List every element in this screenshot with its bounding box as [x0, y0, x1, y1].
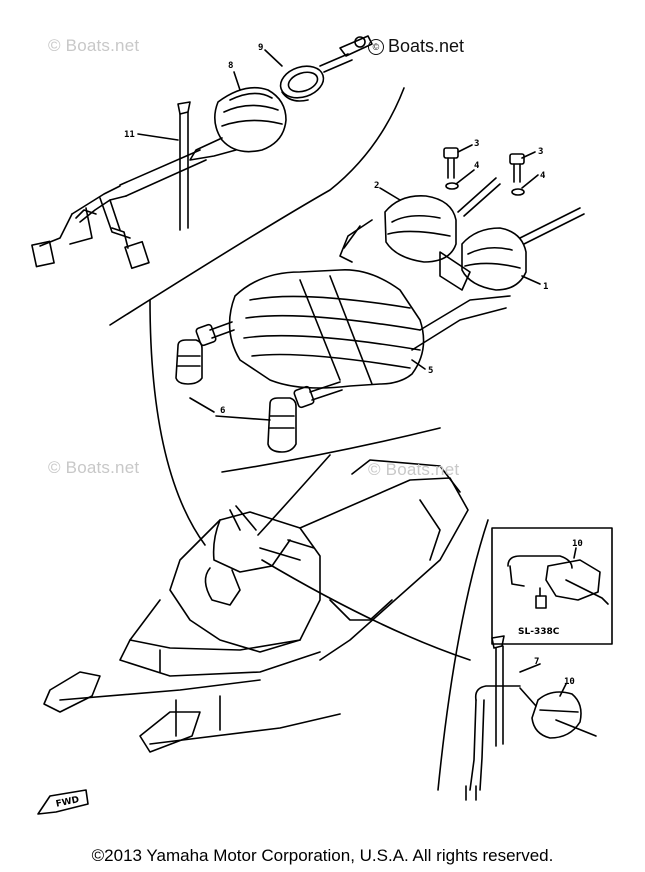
ignition-coil-right — [439, 177, 585, 291]
separator-line-top — [109, 87, 405, 326]
callout-3-right: 3 — [538, 147, 543, 157]
separator-line-right — [437, 519, 489, 791]
copyright-circle-icon: © — [368, 39, 384, 55]
callout-4-left: 4 — [474, 161, 480, 171]
callout-5: 5 — [428, 366, 433, 376]
callout-2: 2 — [374, 181, 379, 191]
switch-lower — [465, 685, 597, 801]
callout-4-right: 4 — [540, 171, 546, 181]
watermark-mid-left: © Boats.net — [48, 458, 140, 477]
bolt-right — [509, 153, 525, 183]
callout-1: 1 — [543, 282, 548, 292]
callout-8: 8 — [228, 61, 233, 71]
callout-6: 6 — [220, 406, 225, 416]
brand-watermark: ©Boats.net — [368, 36, 464, 57]
brand-text: Boats.net — [388, 36, 465, 56]
leader-curve-mid — [257, 454, 331, 536]
watermark-mid-center: © Boats.net — [368, 460, 460, 479]
separator-line-middle — [221, 427, 441, 473]
meter-assembly — [31, 86, 287, 270]
callout-3-left: 3 — [474, 139, 479, 149]
inset-label: SL-338C — [518, 627, 560, 637]
spark-plug-cap-upper — [175, 321, 235, 385]
copyright-notice: ©2013 Yamaha Motor Corporation, U.S.A. A… — [91, 846, 554, 865]
fwd-arrow — [37, 789, 89, 815]
inset-box — [491, 527, 613, 645]
bezel-assembly — [279, 35, 373, 102]
fwd-label: FWD — [55, 795, 80, 810]
callout-10-lower: 10 — [564, 677, 575, 687]
ignition-coil-left — [339, 195, 457, 263]
callout-11: 11 — [124, 130, 135, 140]
cover-box — [228, 269, 511, 389]
watermark-top-left: © Boats.net — [48, 36, 140, 55]
bolt-left — [443, 147, 459, 179]
callout-10-inset: 10 — [572, 539, 583, 549]
snowmobile-body — [43, 459, 469, 753]
callout-7: 7 — [534, 657, 539, 667]
leader-curve-left — [149, 299, 206, 546]
band-part — [177, 101, 191, 231]
washer-right — [511, 188, 525, 196]
leader-line-to-switch — [261, 559, 471, 661]
spark-plug-cap-lower — [267, 381, 343, 453]
callout-9: 9 — [258, 43, 263, 53]
band-lower — [491, 635, 505, 747]
alt-switch-inset — [507, 555, 609, 609]
washer-left — [445, 182, 459, 190]
